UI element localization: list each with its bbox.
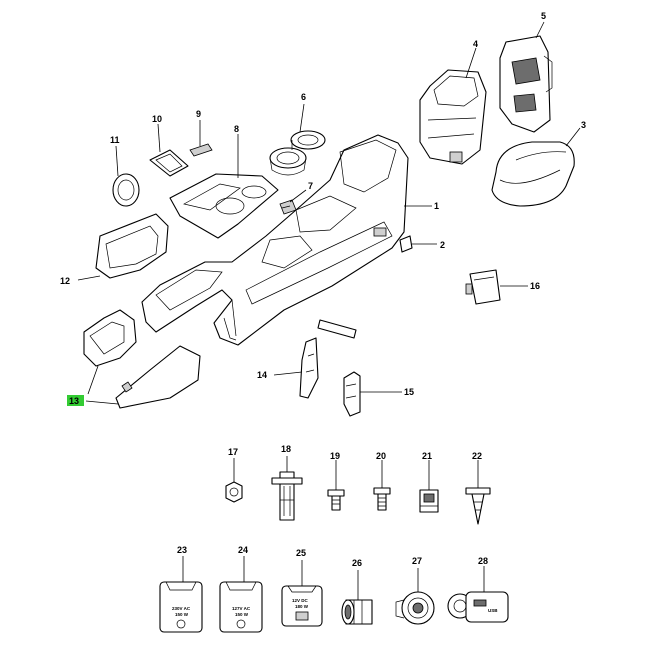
callout-5[interactable]: 5 bbox=[541, 11, 546, 21]
part-4-storage-bin[interactable] bbox=[419, 69, 487, 165]
callout-19[interactable]: 19 bbox=[330, 451, 340, 461]
callout-18[interactable]: 18 bbox=[281, 444, 291, 454]
part-28-usb-module[interactable]: USB bbox=[447, 591, 509, 623]
part-16-module[interactable] bbox=[465, 269, 501, 305]
callout-27[interactable]: 27 bbox=[412, 556, 422, 566]
callout-14[interactable]: 14 bbox=[257, 370, 267, 380]
callout-15[interactable]: 15 bbox=[404, 387, 414, 397]
callout-16[interactable]: 16 bbox=[530, 281, 540, 291]
part-12-side-panel[interactable] bbox=[95, 213, 169, 279]
callout-7[interactable]: 7 bbox=[308, 181, 313, 191]
part-5-rear-panel[interactable] bbox=[499, 35, 553, 133]
callout-8[interactable]: 8 bbox=[234, 124, 239, 134]
part-brace[interactable] bbox=[317, 319, 357, 339]
part-9-switch[interactable] bbox=[189, 143, 213, 157]
part-18-push-pin[interactable] bbox=[271, 471, 303, 521]
part-14-bracket[interactable] bbox=[299, 337, 319, 399]
callout-1[interactable]: 1 bbox=[434, 201, 439, 211]
part-1-console-body[interactable] bbox=[141, 134, 409, 346]
callout-10[interactable]: 10 bbox=[152, 114, 162, 124]
outlet-25-line2: 180 W bbox=[295, 604, 309, 609]
callout-13-highlight bbox=[67, 395, 84, 406]
callout-6[interactable]: 6 bbox=[301, 92, 306, 102]
outlet-23-line1: 230V AC bbox=[172, 606, 191, 611]
callout-20[interactable]: 20 bbox=[376, 451, 386, 461]
callout-24[interactable]: 24 bbox=[238, 545, 248, 555]
part-23-outlet-230v[interactable]: 230V AC 150 W bbox=[159, 581, 203, 633]
callout-21[interactable]: 21 bbox=[422, 451, 432, 461]
part-27-lighter-socket[interactable] bbox=[395, 591, 435, 625]
part-3-armrest-lid[interactable] bbox=[491, 141, 575, 207]
callout-23[interactable]: 23 bbox=[177, 545, 187, 555]
outlet-24-line1: 127V AC bbox=[232, 606, 251, 611]
outlet-23-line2: 150 W bbox=[175, 612, 189, 617]
part-26-socket[interactable] bbox=[341, 599, 373, 625]
callout-9[interactable]: 9 bbox=[196, 109, 201, 119]
part-21-clip[interactable] bbox=[419, 489, 439, 513]
usb-label: USB bbox=[488, 608, 498, 613]
part-11-ring-bezel[interactable] bbox=[112, 173, 140, 207]
part-24-outlet-127v[interactable]: 127V AC 150 W bbox=[219, 581, 263, 633]
part-19-screw[interactable] bbox=[327, 489, 345, 511]
callout-13[interactable]: 13 bbox=[69, 396, 79, 406]
part-10-trim-strip[interactable] bbox=[149, 149, 189, 177]
part-17-nut[interactable] bbox=[225, 481, 243, 503]
callout-28[interactable]: 28 bbox=[478, 556, 488, 566]
part-13-front-panel[interactable] bbox=[83, 309, 201, 409]
callout-3[interactable]: 3 bbox=[581, 120, 586, 130]
outlet-25-line1: 12V DC bbox=[292, 598, 309, 603]
part-8-shifter-bezel[interactable] bbox=[169, 173, 279, 239]
part-20-screw[interactable] bbox=[373, 487, 391, 511]
part-15-bracket[interactable] bbox=[343, 371, 361, 417]
part-6-cupholder-insert[interactable] bbox=[269, 130, 326, 176]
callout-17[interactable]: 17 bbox=[228, 447, 238, 457]
callout-26[interactable]: 26 bbox=[352, 558, 362, 568]
callout-2[interactable]: 2 bbox=[440, 240, 445, 250]
part-22-push-rivet[interactable] bbox=[465, 487, 491, 525]
callout-11[interactable]: 11 bbox=[110, 135, 120, 145]
callout-4[interactable]: 4 bbox=[473, 39, 478, 49]
part-25-outlet-12v[interactable]: 12V DC 180 W bbox=[281, 585, 323, 627]
part-7-clip[interactable] bbox=[279, 199, 297, 215]
callout-25[interactable]: 25 bbox=[296, 548, 306, 558]
outlet-24-line2: 150 W bbox=[235, 612, 249, 617]
part-2-clip[interactable] bbox=[399, 235, 413, 253]
callout-22[interactable]: 22 bbox=[472, 451, 482, 461]
callout-12[interactable]: 12 bbox=[60, 276, 70, 286]
